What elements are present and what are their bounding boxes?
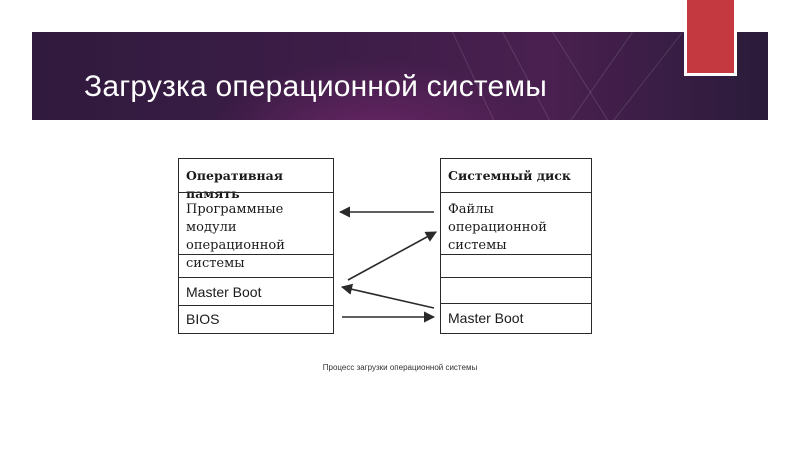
disk-empty-cell	[441, 277, 591, 303]
arrow-bootloader-to-files	[347, 231, 437, 281]
disk-files-cell: Файлы операционной системы	[441, 192, 591, 254]
ram-modules-line2: операционной системы	[186, 238, 285, 271]
disk-master-boot: Master Boot	[441, 303, 591, 331]
ram-master-boot: Master Boot	[179, 277, 333, 305]
disk-files-line2: системы	[448, 238, 507, 253]
arrows-layer	[338, 206, 437, 323]
banner-decor-line	[552, 32, 628, 120]
title-banner	[32, 32, 768, 120]
slide-title: Загрузка операционной системы	[84, 70, 548, 103]
accent-tab	[684, 0, 737, 76]
ram-modules-line1: Программные модули	[186, 202, 284, 235]
boot-diagram: Оперативная память Программные модули оп…	[170, 150, 600, 340]
ram-column: Оперативная память Программные модули оп…	[178, 158, 334, 334]
ram-modules-cell: Программные модули операционной системы	[179, 192, 333, 271]
arrow-load-master-boot	[340, 283, 435, 309]
banner-decor-line	[595, 32, 683, 120]
disk-empty-cell	[441, 254, 591, 277]
banner-decor-line	[551, 32, 633, 120]
diagram-caption: Процесс загрузки операционной системы	[322, 363, 478, 372]
disk-column: Системный диск Файлы операционной систем…	[440, 158, 592, 334]
ram-header: Оперативная память	[186, 168, 284, 201]
disk-files-line1: Файлы операционной	[448, 202, 547, 235]
disk-header: Системный диск	[448, 168, 571, 183]
ram-bios: BIOS	[179, 305, 333, 331]
ram-empty-cell	[179, 254, 333, 277]
